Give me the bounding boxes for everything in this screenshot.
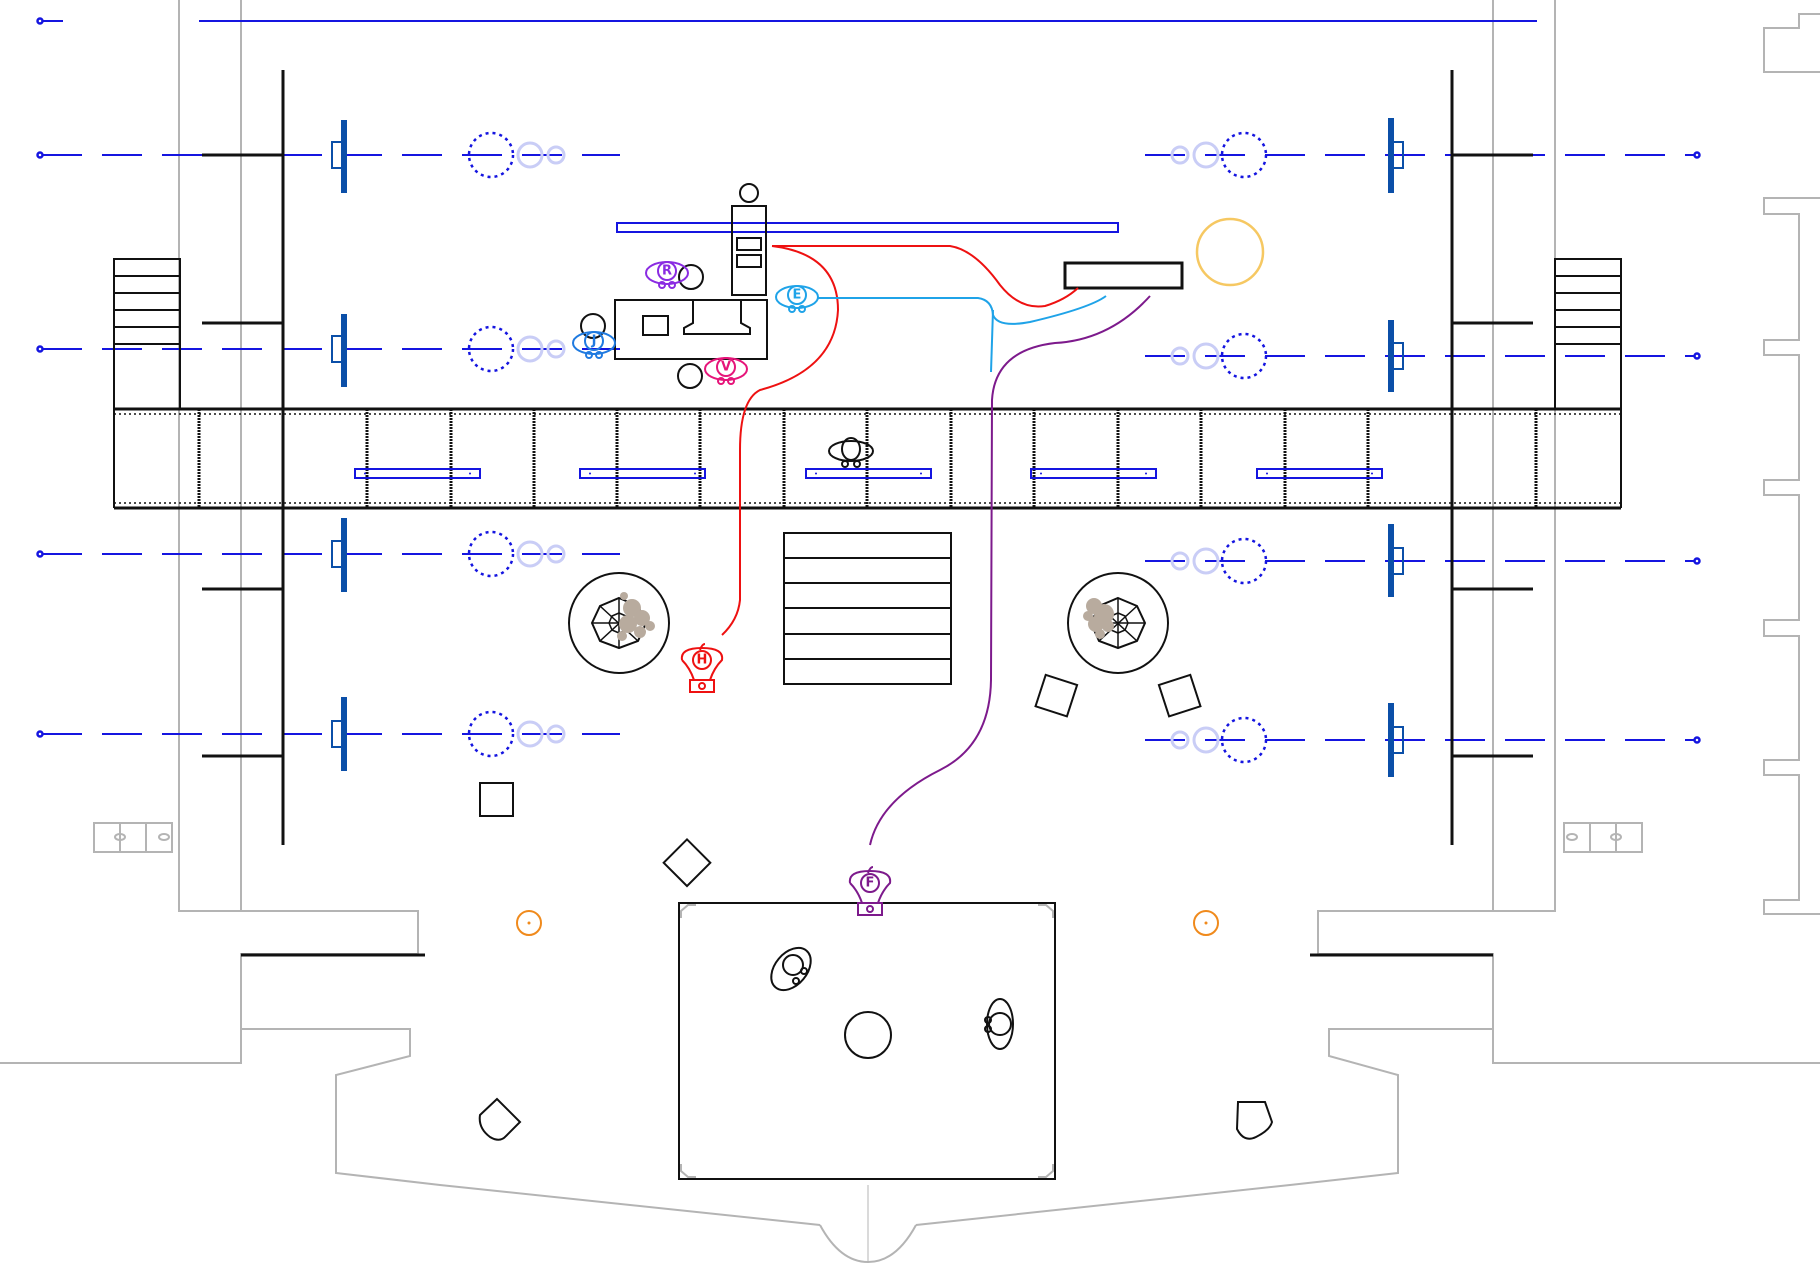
character-label: F: [866, 876, 875, 891]
right-outer-wall: [1492, 1029, 1820, 1064]
left-electric-3: [36, 550, 620, 558]
cabinet: [731, 205, 767, 296]
movement-paths: [721, 245, 1151, 846]
character-J[interactable]: J: [572, 331, 616, 359]
upstage-set: [580, 183, 1265, 389]
boom-left-3: [331, 518, 347, 592]
right-electric-1: [1145, 151, 1701, 159]
platform-round-table: [844, 1011, 892, 1059]
path-H-upper: [772, 245, 1079, 308]
cube-4: [1157, 673, 1202, 718]
special-right-3: [1170, 537, 1268, 585]
chair-1: [678, 264, 704, 290]
strip-light-1: [354, 468, 481, 479]
downstage-platform: [678, 902, 1056, 1180]
special-left-1: [467, 131, 566, 179]
seated-figure-left: [770, 946, 812, 992]
boom-left-2: [331, 314, 347, 387]
chair-3: [677, 363, 703, 389]
boom-right-4: [1388, 703, 1404, 777]
plant-right: [1083, 598, 1114, 639]
cube-3: [1034, 673, 1079, 718]
lighting-specials: [467, 131, 1268, 764]
path-H: [721, 245, 840, 636]
special-right-1: [1170, 131, 1268, 179]
chair-dsr: [1235, 1101, 1274, 1140]
right-stair-unit: [1554, 258, 1622, 410]
path-E: [817, 295, 1107, 325]
left-railing: [93, 822, 173, 853]
boom-right-3: [1388, 524, 1404, 597]
character-label: H: [697, 653, 708, 668]
left-outer-wall: [0, 1029, 242, 1064]
left-stair-unit: [113, 258, 181, 410]
boom-left-1: [331, 120, 347, 193]
chair-dsl: [478, 1097, 522, 1141]
plant-left: [617, 592, 655, 641]
right-exterior-wall-2: [1763, 197, 1820, 915]
path-E-down: [990, 309, 994, 373]
platform-strip-lights: [354, 468, 1383, 479]
character-R[interactable]: R: [645, 261, 689, 289]
character-label: J: [591, 334, 597, 349]
desk: [614, 299, 768, 360]
strip-light-4: [1030, 468, 1157, 479]
chair-2: [580, 313, 606, 339]
special-left-2: [467, 325, 566, 373]
right-electric-2: [1145, 352, 1701, 360]
boom-right-1: [1388, 118, 1404, 193]
character-H[interactable]: H: [680, 643, 724, 693]
right-exterior-wall: [1763, 13, 1820, 73]
computer-monitor: [683, 300, 751, 335]
left-wall: [178, 0, 821, 1226]
left-electric-2: [36, 345, 620, 353]
cube-2: [662, 837, 712, 888]
upper-platform: [113, 407, 1622, 510]
upper-strip-light: [616, 222, 1119, 233]
round-table-right: [1067, 572, 1169, 674]
left-electric-4: [36, 730, 620, 738]
right-railing: [1563, 822, 1643, 853]
bench: [1063, 261, 1184, 290]
orange-marker-left: [516, 910, 542, 936]
right-electric-3: [1145, 557, 1701, 565]
characters: R J V E H F: [572, 261, 892, 916]
downstage-set: [241, 437, 1493, 1180]
right-wall: [915, 0, 1556, 1226]
orange-marker-right: [1193, 910, 1219, 936]
boom-left-4: [331, 697, 347, 771]
path-F: [869, 295, 1151, 846]
lighting-pipes: [36, 17, 1701, 744]
character-label: E: [793, 288, 802, 303]
left-electric-1: [36, 151, 620, 159]
character-F[interactable]: F: [848, 866, 892, 916]
character-label: R: [662, 264, 672, 279]
strip-light-5: [1256, 468, 1383, 479]
special-right-4: [1170, 716, 1268, 764]
special-left-3: [467, 530, 566, 578]
special-right-2: [1170, 332, 1268, 380]
platform-center-figure: [828, 437, 874, 468]
desk-item: [642, 315, 669, 336]
special-left-4: [467, 710, 566, 758]
character-E[interactable]: E: [775, 285, 819, 313]
stool-top: [739, 183, 759, 203]
seated-figure-right: [984, 998, 1014, 1050]
right-electric-4: [1145, 736, 1701, 744]
character-V[interactable]: V: [704, 357, 748, 385]
center-staircase: [783, 532, 952, 685]
strip-light-2: [579, 468, 706, 479]
yellow-round-table: [1195, 217, 1265, 287]
strip-light-3: [805, 468, 932, 479]
booms: [331, 118, 1404, 777]
round-table-left: [568, 572, 670, 674]
cube-1: [479, 782, 514, 817]
character-label: V: [721, 360, 731, 375]
boom-right-2: [1388, 320, 1404, 392]
